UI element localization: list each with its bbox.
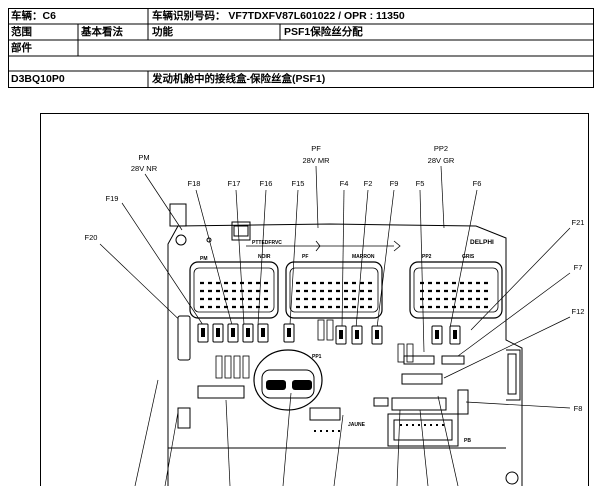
relay-pins: [314, 424, 444, 432]
scope-label: 范围: [11, 26, 32, 38]
function-value: PSF1保险丝分配: [284, 26, 363, 38]
fuse-label-f16: F16: [260, 179, 273, 188]
vehicle-label: 车辆：C6: [11, 10, 56, 22]
fuse-label-f5: F5: [416, 179, 425, 188]
header-table: 车辆：C6 车辆识别号码： VF7TDXFV87L601022 / OPR : …: [8, 8, 594, 88]
top-rail-arrows: [246, 240, 401, 252]
body-text-pf: PF: [302, 254, 308, 260]
fuse-label-f9: F9: [390, 179, 399, 188]
body-text-brand: DELPHI: [470, 239, 494, 246]
description-label: 发动机舱中的接线盒-保险丝盒(PSF1): [152, 73, 326, 85]
leader-lines: [99, 165, 571, 486]
fuse-label-f12: F12: [572, 307, 585, 316]
body-text-pp2: PP2: [422, 254, 432, 260]
body-text-noir: NOIR: [258, 254, 271, 260]
body-text-jaune: JAUNE: [348, 422, 366, 428]
pm-connector: [189, 261, 279, 319]
fuse-label-f17: F17: [228, 179, 241, 188]
fuse-label-f19: F19: [106, 194, 119, 203]
scope-value: 基本看法: [81, 26, 123, 38]
fuse-box-body: [167, 203, 523, 486]
header-grid: [8, 8, 594, 88]
pp2-connector: [409, 261, 503, 319]
fuse-row-fill: [201, 328, 457, 339]
pf-connector: [285, 261, 383, 319]
body-text-pb: PB: [464, 438, 471, 444]
relay-blocks: [177, 355, 469, 447]
fuse-label-f2: F2: [364, 179, 373, 188]
fuse-label-f8: F8: [574, 404, 583, 413]
fuse-label-f18: F18: [188, 179, 201, 188]
oval-connector: [253, 349, 323, 411]
part-label: 部件: [11, 42, 32, 54]
fuse-label-f21: F21: [572, 218, 585, 227]
fuse-label-f7: F7: [574, 263, 583, 272]
fuse-label-f20: F20: [85, 233, 98, 242]
pf-connector-spec: 28V MR: [302, 156, 330, 165]
pm-connector-spec: 28V NR: [131, 164, 158, 173]
body-text-pp1: PP1: [312, 354, 322, 360]
body-text-marron: MARRON: [352, 254, 375, 260]
diagram-frame: [40, 113, 589, 486]
pm-connector-name: PM: [138, 153, 149, 162]
body-text-ptt: PTTEDFRVC: [252, 240, 282, 246]
fuse-label-f15: F15: [292, 179, 305, 188]
pp2-connector-spec: 28V GR: [428, 156, 455, 165]
fuse-label-f6: F6: [473, 179, 482, 188]
code-label: D3BQ10P0: [11, 73, 65, 85]
body-text-pm: PM: [200, 256, 208, 262]
slot-group: [215, 319, 414, 379]
pf-connector-name: PF: [311, 144, 321, 153]
pp2-connector-name: PP2: [434, 144, 448, 153]
body-text-gris: GRIS: [462, 254, 475, 260]
fuse-label-f4: F4: [340, 179, 349, 188]
vin-label: 车辆识别号码： VF7TDXFV87L601022 / OPR : 11350: [152, 10, 405, 22]
function-label: 功能: [152, 26, 173, 38]
